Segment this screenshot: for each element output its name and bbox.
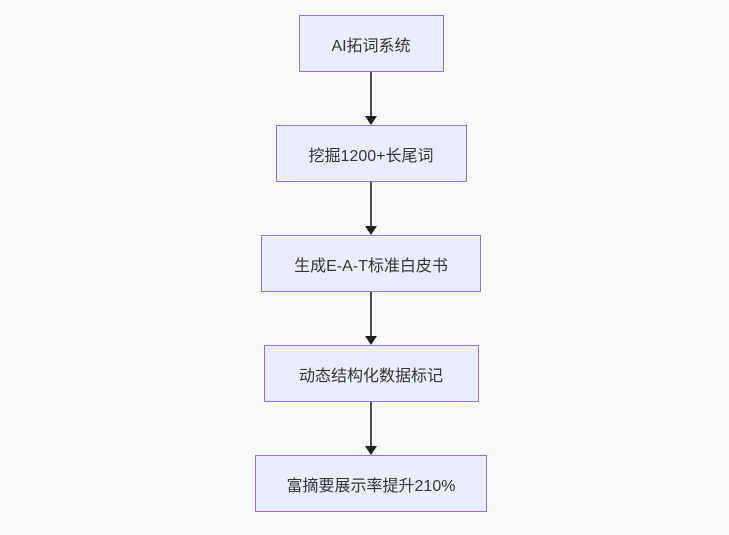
flow-node-ai-keyword-system: AI拓词系统 (298, 15, 444, 72)
flow-node-label: 富摘要展示率提升210% (286, 477, 456, 495)
flow-arrow-3 (364, 292, 378, 345)
flow-arrow-2 (364, 182, 378, 235)
arrow-down-icon (365, 446, 377, 455)
arrow-line (370, 402, 372, 446)
flow-node-label: 动态结构化数据标记 (298, 367, 443, 385)
arrow-down-icon (365, 226, 377, 235)
arrow-down-icon (365, 116, 377, 125)
flow-node-label: AI拓词系统 (331, 37, 411, 55)
flowchart-canvas: AI拓词系统 挖掘1200+长尾词 生成E-A-T标准白皮书 动态结构化数据标记… (0, 15, 729, 512)
flow-node-rich-snippet-uplift: 富摘要展示率提升210% (255, 455, 487, 512)
flow-node-eat-whitepaper: 生成E-A-T标准白皮书 (261, 235, 481, 292)
flow-node-label: 生成E-A-T标准白皮书 (294, 257, 448, 275)
flow-arrow-1 (364, 72, 378, 125)
arrow-line (370, 182, 372, 226)
arrow-line (370, 292, 372, 336)
flow-arrow-4 (364, 402, 378, 455)
arrow-down-icon (365, 336, 377, 345)
arrow-line (370, 72, 372, 116)
flow-node-structured-data-markup: 动态结构化数据标记 (263, 345, 479, 402)
flow-node-longtail-mining: 挖掘1200+长尾词 (275, 125, 467, 182)
flow-node-label: 挖掘1200+长尾词 (308, 147, 434, 165)
